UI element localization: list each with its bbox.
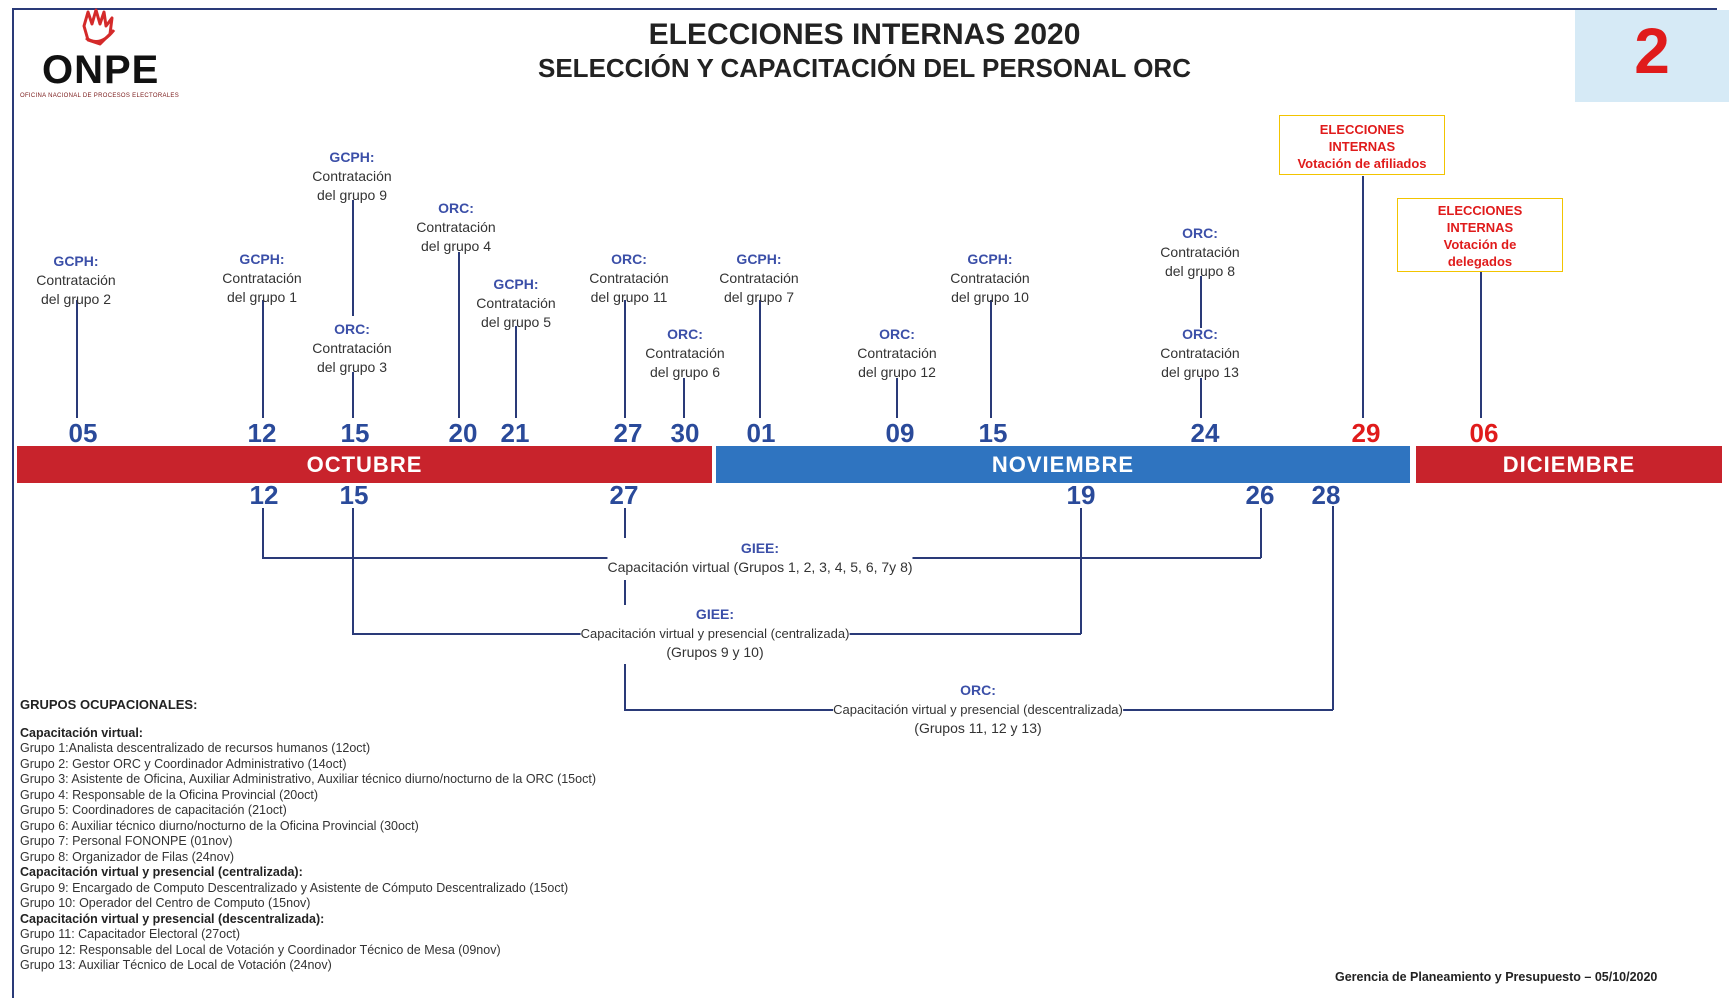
- connector-line: [76, 300, 78, 418]
- group-item: Grupo 5: Coordinadores de capacitación (…: [20, 803, 287, 817]
- training-orc-descentralizada: ORC:Capacitación virtual y presencial (d…: [833, 681, 1123, 738]
- date-bottom-27: 27: [609, 480, 639, 510]
- page-subtitle: SELECCIÓN Y CAPACITACIÓN DEL PERSONAL OR…: [538, 53, 1191, 83]
- connector-line: [1200, 378, 1202, 418]
- groups-heading: GRUPOS OCUPACIONALES:: [20, 697, 198, 712]
- logo-wordmark: ONPE: [42, 48, 160, 92]
- connector-line: [683, 378, 685, 418]
- date-bottom-12: 12: [249, 480, 279, 510]
- group-item: Grupo 9: Encargado de Computo Descentral…: [20, 880, 569, 895]
- voting-hand-logo-icon: [82, 8, 116, 46]
- date-top-20: 20: [448, 418, 478, 448]
- training-giee-centralizada: GIEE:Capacitación virtual y presencial (…: [580, 605, 850, 662]
- page-frame: [12, 8, 1717, 998]
- connector-line: [515, 326, 517, 418]
- connector-line: [990, 300, 992, 418]
- bracket-line: [352, 508, 354, 634]
- date-top-15: 15: [340, 418, 370, 448]
- group-item: Grupo 13: Auxiliar Técnico de Local de V…: [20, 958, 332, 972]
- month-band-octubre: OCTUBRE: [17, 446, 712, 483]
- date-bottom-19: 19: [1066, 480, 1096, 510]
- group-item: Grupo 6: Auxiliar técnico diurno/nocturn…: [20, 818, 419, 833]
- date-bottom-28: 28: [1311, 480, 1341, 510]
- bracket-line: [1080, 508, 1082, 634]
- group-item: Grupo 8: Organizador de Filas (24nov): [20, 849, 234, 864]
- date-top-12: 12: [247, 418, 277, 448]
- group-item: Grupo 3: Asistente de Oficina, Auxiliar …: [20, 772, 596, 786]
- groups-legend: GRUPOS OCUPACIONALES: Capacitación virtu…: [20, 697, 596, 974]
- bracket-line: [624, 580, 626, 606]
- section-title: Capacitación virtual y presencial (centr…: [20, 865, 303, 879]
- group-item: Grupo 12: Responsable del Local de Votac…: [20, 942, 501, 957]
- connector-line: [624, 300, 626, 418]
- date-top-29: 29: [1351, 418, 1381, 448]
- group-item: Grupo 10: Operador del Centro de Computo…: [20, 896, 311, 910]
- date-top-06: 06: [1469, 418, 1499, 448]
- section-title: Capacitación virtual y presencial (desce…: [20, 911, 325, 926]
- bracket-line: [1260, 508, 1262, 558]
- section-title: Capacitación virtual:: [20, 725, 143, 740]
- group-item: Grupo 11: Capacitador Electoral (27oct): [20, 927, 241, 941]
- date-top-21: 21: [500, 418, 530, 448]
- month-band-diciembre: DICIEMBRE: [1416, 446, 1722, 483]
- group-item: Grupo 2: Gestor ORC y Coordinador Admini…: [20, 756, 347, 771]
- connector-line: [458, 252, 460, 418]
- date-top-30: 30: [670, 418, 700, 448]
- group-item: Grupo 4: Responsable de la Oficina Provi…: [20, 787, 319, 802]
- connector-line: [1480, 270, 1482, 418]
- connector-line: [759, 300, 761, 418]
- date-top-24: 24: [1190, 418, 1220, 448]
- date-bottom-15: 15: [339, 480, 369, 510]
- connector-line: [1362, 176, 1364, 418]
- logo-subtext: OFICINA NACIONAL DE PROCESOS ELECTORALES: [20, 93, 180, 99]
- page-number: 2: [1634, 15, 1670, 87]
- month-band-noviembre: NOVIEMBRE: [716, 446, 1410, 483]
- bracket-line: [624, 664, 626, 710]
- connector-line: [262, 300, 264, 418]
- bracket-line: [262, 508, 264, 558]
- date-top-01: 01: [746, 418, 776, 448]
- page-number-box: [1575, 10, 1729, 102]
- page-title: ELECCIONES INTERNAS 2020: [648, 18, 1081, 51]
- date-top-15-nov: 15: [978, 418, 1008, 448]
- date-top-09: 09: [885, 418, 915, 448]
- date-top-05: 05: [68, 418, 98, 448]
- date-top-27: 27: [613, 418, 643, 448]
- group-item: Grupo 1:Analista descentralizado de recu…: [20, 741, 371, 755]
- connector-line: [1200, 276, 1202, 328]
- connector-line: [352, 200, 354, 316]
- bracket-line: [1332, 506, 1334, 710]
- bracket-line: [624, 508, 626, 538]
- training-giee-virtual: GIEE:Capacitación virtual (Grupos 1, 2, …: [607, 539, 913, 577]
- date-bottom-26: 26: [1245, 480, 1275, 510]
- connector-line: [896, 378, 898, 418]
- connector-line: [352, 372, 354, 418]
- footer-credit: Gerencia de Planeamiento y Presupuesto –…: [1335, 970, 1658, 984]
- group-item: Grupo 7: Personal FONONPE (01nov): [20, 834, 233, 848]
